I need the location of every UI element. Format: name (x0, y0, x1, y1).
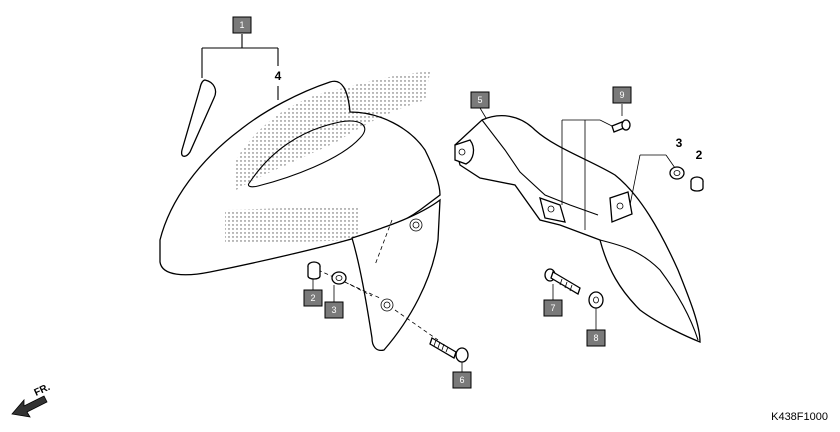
callout-7: 7 (543, 299, 563, 317)
mount-hole-lower (380, 298, 394, 312)
callout-1-label: 1 (239, 20, 244, 30)
mount-hole-upper-inner (412, 221, 420, 229)
callout-8-label: 8 (593, 333, 598, 343)
grommet-part-3-right (669, 166, 685, 180)
inner-fender-body (454, 115, 701, 343)
label-3-right: 3 (676, 136, 683, 150)
honda-wing-graphic (236, 72, 430, 190)
decal-stripe (180, 79, 217, 157)
callout-6: 6 (452, 371, 472, 389)
fender-ridge (247, 120, 366, 188)
label-4: 4 (275, 69, 282, 83)
leader-bracket-3-2 (629, 154, 676, 206)
mount-tab-left-hole (458, 148, 466, 156)
bracket-line-1 (201, 34, 279, 100)
front-fender-body (159, 80, 441, 276)
label-2-right: 2 (696, 148, 703, 162)
honda-lettering-graphic (225, 206, 360, 244)
arrow-icon (11, 395, 48, 418)
mount-bracket-mid (539, 196, 566, 223)
inner-fender-rib (599, 239, 699, 341)
callout-1: 1 (232, 16, 252, 34)
collar-part-2 (307, 261, 321, 280)
drawing-code: K438F1000 (771, 411, 828, 423)
label-2-right-text: 2 (696, 148, 703, 162)
label-3-right-text: 3 (676, 136, 683, 150)
front-label: FR. (33, 382, 52, 399)
callout-7-label: 7 (550, 303, 555, 313)
callout-9: 9 (612, 86, 632, 104)
callout-9-label: 9 (619, 90, 624, 100)
callout-3-left-label: 3 (331, 305, 336, 315)
inner-fender-lip (481, 119, 599, 216)
mount-bracket-mid-hole (547, 205, 555, 213)
mount-bracket-right (609, 191, 633, 223)
callout-5-label: 5 (477, 95, 482, 105)
leader-bracket-9 (561, 119, 613, 230)
washer-part-8 (588, 291, 604, 309)
bolt-part-6 (429, 337, 469, 363)
mount-tab-left (454, 139, 475, 165)
mount-hole-upper (409, 218, 423, 232)
front-direction-indicator: FR. (11, 382, 52, 418)
alignment-dashed-1 (317, 269, 381, 299)
callout-3-left: 3 (324, 301, 344, 319)
bolt-part-7 (544, 268, 581, 295)
alignment-dashed-2 (374, 219, 439, 341)
fender-tail (351, 198, 441, 352)
screw-part-9 (611, 119, 631, 133)
callout-6-label: 6 (459, 375, 464, 385)
callout-5: 5 (470, 91, 490, 109)
callout-2-left: 2 (303, 289, 323, 307)
mount-hole-lower-inner (383, 301, 391, 309)
callout-8: 8 (586, 329, 606, 347)
front-fender-assembly-right (454, 104, 704, 343)
mount-bracket-right-hole (616, 202, 624, 210)
callout-2-left-label: 2 (310, 293, 315, 303)
label-4-text: 4 (275, 69, 282, 83)
front-fender-assembly-left (159, 34, 469, 363)
collar-part-2-right (690, 176, 704, 192)
leader-line-5 (479, 107, 487, 119)
grommet-part-3 (331, 271, 347, 285)
